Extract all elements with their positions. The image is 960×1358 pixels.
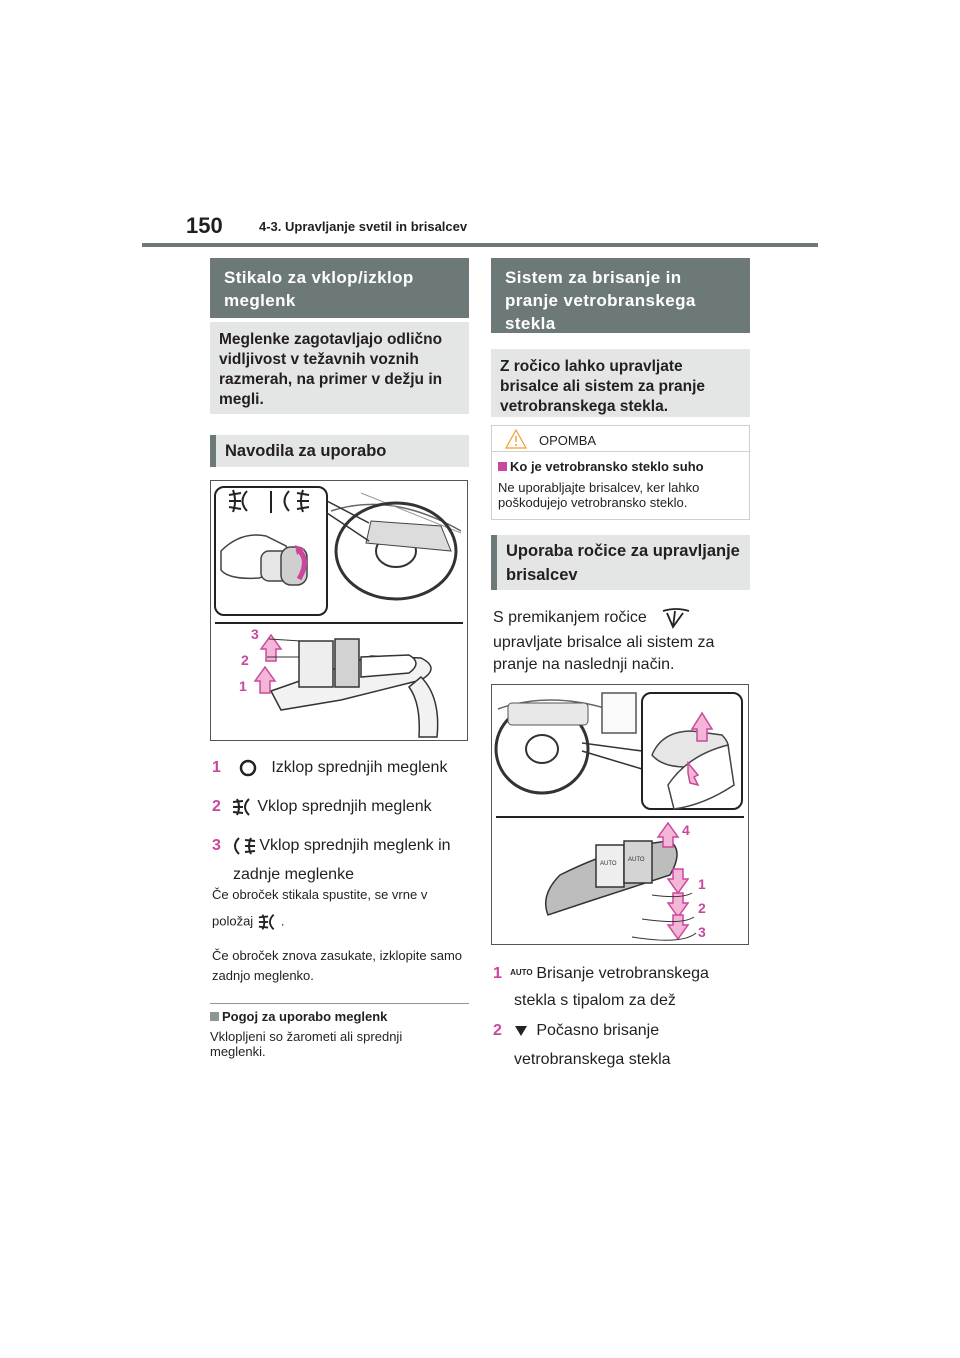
note-text: položaj xyxy=(212,913,254,929)
fog-switch-section-title: Stikalo za vklop/izklop meglenk xyxy=(210,258,469,318)
note-text: . xyxy=(280,913,285,929)
instructions-subheading: Navodila za uporabo xyxy=(210,435,469,467)
item-number: 3 xyxy=(212,837,221,855)
auto-mark: AUTO xyxy=(600,861,617,867)
note-text: Če obroček stikala spustite, se vrne v xyxy=(212,887,428,902)
figure-number-1: 1 xyxy=(698,876,706,892)
list-item: 2 Vklop sprednjih meglenk xyxy=(212,797,472,817)
item-text-continued: vetrobranskega stekla xyxy=(514,1051,671,1068)
fog-switch-figure: 3 2 1 xyxy=(210,480,468,741)
figure-number-4: 4 xyxy=(682,822,690,838)
note-text: Če obroček znova zasukate, izklopite sam… xyxy=(212,948,463,983)
square-bullet-icon xyxy=(210,1012,219,1021)
auto-icon: AUTO xyxy=(510,968,533,977)
body-line: S premikanjem ročice xyxy=(493,607,753,629)
triangle-down-icon xyxy=(506,1025,536,1037)
rear-fog-icon xyxy=(225,836,259,856)
condition-text: Vklopljeni so žarometi ali sprednji megl… xyxy=(210,1029,403,1059)
wiper-lever-subheading: Uporaba ročice za upravljanje brisalcev xyxy=(491,535,750,590)
notice-divider xyxy=(492,451,749,452)
note-line: položaj . xyxy=(212,912,472,932)
notice-heading: Ko je vetrobransko steklo suho xyxy=(498,459,704,474)
body-text: S premikanjem ročice xyxy=(493,609,647,627)
condition-heading: Pogoj za uporabo meglenk xyxy=(210,1009,469,1024)
fog-switch-illustration: 3 2 1 xyxy=(214,486,463,738)
front-fog-icon xyxy=(257,912,281,932)
body-text: upravljate brisalce ali sistem za xyxy=(493,634,715,651)
item-number: 1 xyxy=(212,759,221,776)
square-bullet-icon xyxy=(498,462,507,471)
figure-number-3: 3 xyxy=(698,924,706,940)
figure-number-2: 2 xyxy=(241,652,249,668)
divider xyxy=(210,1003,469,1004)
notice-title: Ko je vetrobransko steklo suho xyxy=(510,459,704,474)
figure-number-2: 2 xyxy=(698,900,706,916)
notice-text: Ne uporabljajte brisalcev, ker lahko poš… xyxy=(498,480,700,510)
figure-number-3: 3 xyxy=(251,626,259,642)
figure-number-1: 1 xyxy=(239,678,247,694)
body-text: pranje na naslednji način. xyxy=(493,656,675,673)
item-number: 2 xyxy=(212,798,221,816)
wiper-icon xyxy=(661,607,691,629)
item-number: 2 xyxy=(493,1022,502,1039)
fog-intro-box: Meglenke zagotavljajo odlično vidljivost… xyxy=(210,322,469,414)
front-fog-icon xyxy=(228,489,248,513)
wiper-section-title: Sistem za brisanje in pranje vetrobransk… xyxy=(491,258,750,333)
chapter-title: 4-3. Upravljanje svetil in brisalcev xyxy=(259,219,468,234)
item-text: Vklop sprednjih meglenk in xyxy=(259,837,451,855)
list-item: 2 Počasno brisanje xyxy=(493,1021,753,1041)
item-text-continued: stekla s tipalom za dež xyxy=(514,992,676,1009)
wiper-lever-illustration: AUTO AUTO 4 1 2 3 xyxy=(494,692,744,941)
item-text: Vklop sprednjih meglenk xyxy=(257,798,432,816)
item-text: Izklop sprednjih meglenk xyxy=(271,759,448,776)
item-text-continued: zadnje meglenke xyxy=(233,866,354,883)
list-item: 3 Vklop sprednjih meglenk in xyxy=(212,836,472,856)
list-item: 1 Izklop sprednjih meglenk xyxy=(212,758,472,778)
header-rule xyxy=(142,243,818,247)
fog-off-icon xyxy=(225,759,271,777)
wiper-lever-figure: AUTO AUTO 4 1 2 3 xyxy=(491,684,749,945)
wiper-intro-box: Z ročico lahko upravljate brisalce ali s… xyxy=(491,349,750,417)
auto-mark: AUTO xyxy=(628,857,645,863)
page-number: 150 xyxy=(186,213,223,238)
item-text: Počasno brisanje xyxy=(536,1022,660,1039)
condition-title: Pogoj za uporabo meglenk xyxy=(222,1009,388,1024)
notice-label: OPOMBA xyxy=(539,433,597,448)
rear-fog-icon xyxy=(283,489,310,513)
warning-icon xyxy=(504,428,528,450)
item-text: Brisanje vetrobranskega xyxy=(536,965,709,982)
notice-box: OPOMBA Ko je vetrobransko steklo suho Ne… xyxy=(491,425,750,520)
front-fog-icon xyxy=(225,797,257,817)
item-number: 1 xyxy=(493,965,502,982)
